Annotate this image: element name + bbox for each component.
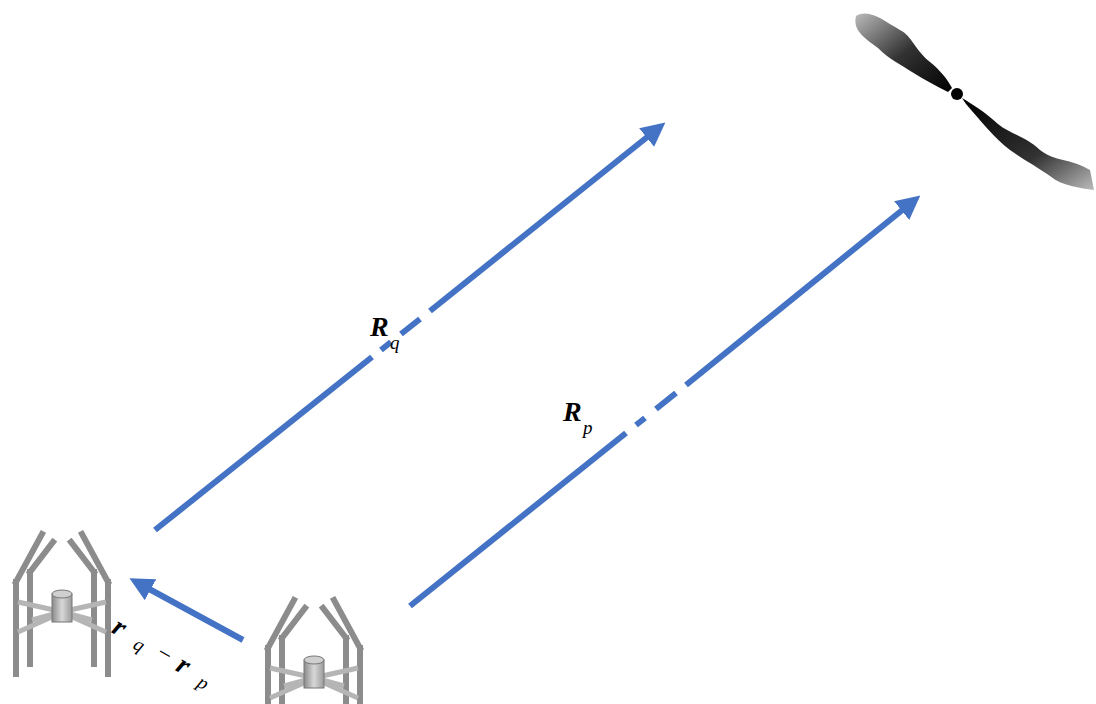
antenna [268,600,360,704]
vector-name: R [370,313,389,341]
baseline-vector [140,584,243,640]
operator: − [153,640,177,668]
antenna [16,534,108,674]
vector-subscript: q [390,333,400,352]
vector-name: R [563,398,582,426]
vector-name: r [108,612,131,642]
Rp-vector [410,203,911,606]
vector-subscript: q [131,634,149,655]
radio-source [855,14,1094,190]
vector-subscript: p [583,418,593,437]
vector-subscript: p [195,672,213,693]
vector-name: r [172,650,195,680]
